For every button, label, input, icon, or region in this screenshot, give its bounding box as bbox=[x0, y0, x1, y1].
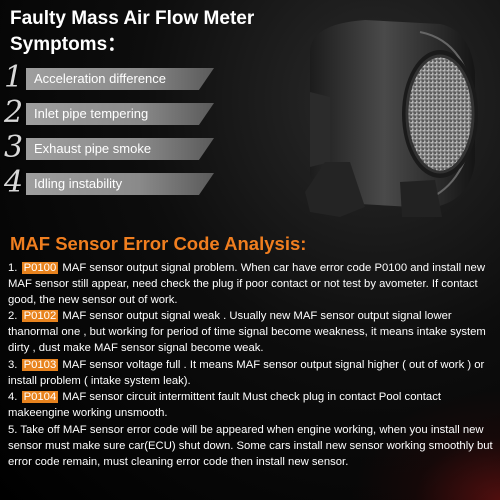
error-code-item: 4. P0104 MAF sensor circuit intermittent… bbox=[8, 390, 496, 422]
symptom-text: Exhaust pipe smoke bbox=[34, 141, 152, 156]
symptom-text: Idling instability bbox=[34, 176, 123, 191]
item-prefix: 1. bbox=[8, 262, 21, 274]
error-code-badge: P0102 bbox=[21, 310, 59, 323]
symptom-number: 4 bbox=[4, 165, 24, 200]
symptom-item: 4 Idling instability bbox=[0, 165, 230, 200]
title-line-2: Symptoms： bbox=[10, 34, 127, 55]
symptom-bar bbox=[26, 173, 214, 195]
error-code-item: 2. P0102 MAF sensor output signal weak .… bbox=[8, 309, 496, 356]
symptom-item: 2 Inlet pipe tempering bbox=[0, 95, 230, 130]
item-description: 5. Take off MAF sensor error code will b… bbox=[8, 423, 493, 468]
item-prefix: 4. bbox=[8, 391, 21, 404]
symptom-text: Inlet pipe tempering bbox=[34, 106, 149, 121]
title-line-1: Faulty Mass Air Flow Meter bbox=[10, 8, 255, 29]
dashboard-glow bbox=[350, 390, 500, 500]
symptom-list: 1 Acceleration difference 2 Inlet pipe t… bbox=[0, 60, 230, 204]
symptom-number: 2 bbox=[4, 95, 24, 130]
item-prefix: 3. bbox=[8, 358, 21, 371]
error-code-item: 1. P0100 MAF sensor output signal proble… bbox=[8, 261, 496, 308]
symptom-bar bbox=[26, 68, 214, 90]
symptom-bar bbox=[26, 138, 214, 160]
item-description: MAF sensor circuit intermittent fault Mu… bbox=[8, 391, 441, 420]
item-prefix: 2. bbox=[8, 310, 21, 323]
symptom-item: 3 Exhaust pipe smoke bbox=[0, 130, 230, 165]
error-code-item: 5. Take off MAF sensor error code will b… bbox=[8, 423, 496, 470]
error-code-list: 1. P0100 MAF sensor output signal proble… bbox=[8, 261, 496, 471]
error-code-item: 3. P0103 MAF sensor voltage full . It me… bbox=[8, 358, 496, 390]
error-code-badge: P0100 bbox=[21, 262, 59, 274]
symptom-item: 1 Acceleration difference bbox=[0, 60, 230, 95]
error-code-badge: P0104 bbox=[21, 391, 59, 404]
item-description: MAF sensor output signal weak . Usually … bbox=[8, 310, 486, 354]
page-title: Faulty Mass Air Flow Meter Symptoms： bbox=[10, 6, 254, 58]
item-description: MAF sensor output signal problem. When c… bbox=[8, 262, 485, 306]
symptom-bar bbox=[26, 103, 214, 125]
symptom-number: 3 bbox=[4, 130, 24, 165]
maf-sensor-image bbox=[305, 20, 478, 217]
error-code-badge: P0103 bbox=[21, 358, 59, 371]
symptom-number: 1 bbox=[4, 60, 24, 95]
symptom-text: Acceleration difference bbox=[34, 71, 167, 86]
item-description: MAF sensor voltage full . It means MAF s… bbox=[8, 358, 485, 387]
error-code-heading: MAF Sensor Error Code Analysis: bbox=[10, 233, 307, 254]
